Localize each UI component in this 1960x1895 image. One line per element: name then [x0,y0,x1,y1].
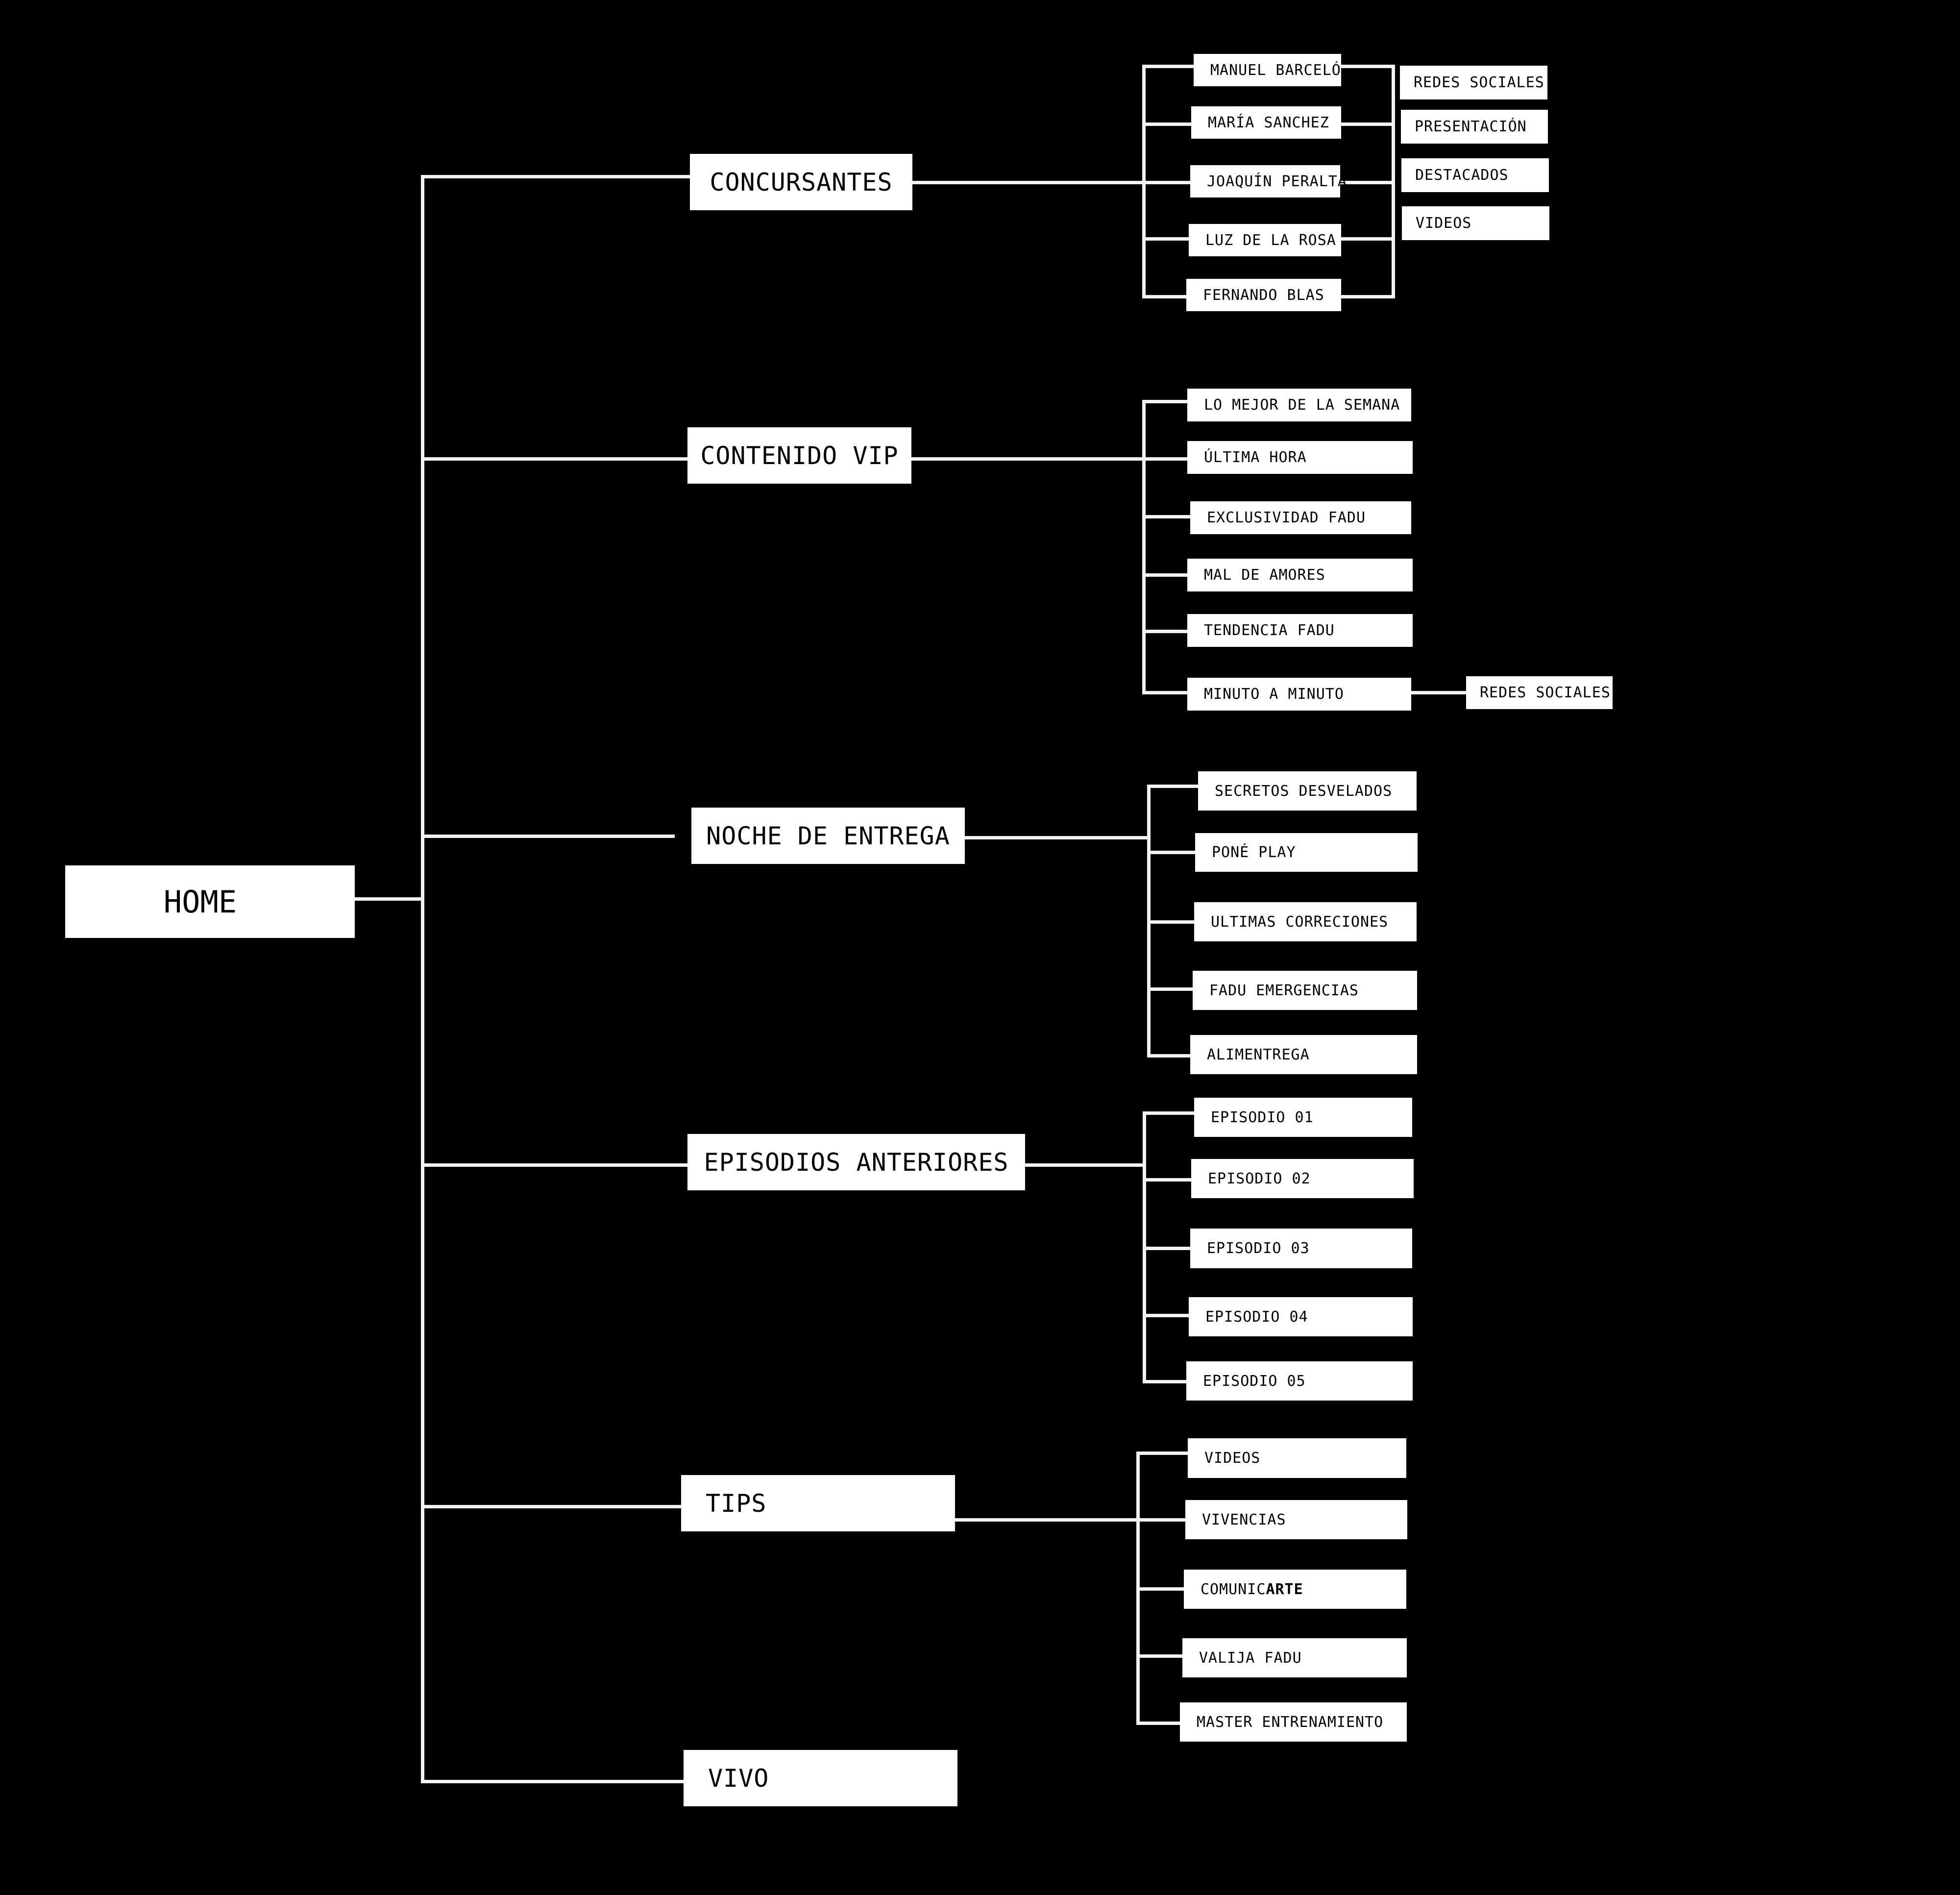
tick [1136,1452,1188,1455]
node-episodio-01[interactable]: EPISODIO 01 [1194,1098,1412,1137]
tick [1143,1314,1189,1317]
tick [1142,295,1187,298]
node-destacados[interactable]: DESTACADOS [1401,158,1549,192]
tick [1136,1518,1186,1522]
node-lo-mejor-de-la-semana[interactable]: LO MEJOR DE LA SEMANA [1187,389,1411,421]
tick [1341,65,1395,68]
node-secretos-desvelados[interactable]: SECRETOS DESVELADOS [1198,771,1417,811]
tick [1136,1722,1180,1725]
node-noche-de-entrega[interactable]: NOCHE DE ENTREGA [691,808,965,864]
tick [1136,1654,1183,1658]
node-episodios-anteriores[interactable]: EPISODIOS ANTERIORES [687,1134,1025,1190]
tick [1142,181,1191,184]
connector-tips-out [955,1518,1139,1522]
node-episodio-03[interactable]: EPISODIO 03 [1190,1229,1412,1268]
node-maria-sanchez[interactable]: MARÍA SANCHEZ [1191,106,1341,139]
node-valija-fadu[interactable]: VALIJA FADU [1182,1638,1407,1677]
tick [1142,65,1194,68]
node-videos-concursantes[interactable]: VIDEOS [1402,206,1549,240]
node-tips[interactable]: TIPS [681,1475,955,1531]
connector-noche-de-entrega [421,835,675,838]
connector-episodios [421,1163,688,1167]
node-exclusividad-fadu[interactable]: EXCLUSIVIDAD FADU [1190,501,1411,534]
node-episodio-04[interactable]: EPISODIO 04 [1189,1297,1413,1336]
node-home[interactable]: HOME [65,865,355,938]
connector-noche-out [965,836,1150,839]
node-episodio-02[interactable]: EPISODIO 02 [1191,1159,1414,1198]
tick [1341,123,1395,126]
node-mal-de-amores[interactable]: MAL DE AMORES [1187,559,1413,591]
node-concursantes[interactable]: CONCURSANTES [690,154,912,210]
tick [1147,785,1199,788]
tick [1142,515,1191,518]
node-vivo[interactable]: VIVO [684,1750,957,1806]
tick [1142,691,1188,694]
tick [1142,630,1188,633]
tick [1142,457,1188,461]
connector-concursantes [421,175,690,178]
bracket-vip [1142,400,1146,694]
tick [1147,851,1196,854]
tick [1341,295,1395,298]
node-vivencias[interactable]: VIVENCIAS [1185,1500,1407,1539]
connector-trunk [421,175,424,1783]
tick [1142,400,1188,403]
node-presentacion[interactable]: PRESENTACIÓN [1401,110,1548,144]
node-alimentrega[interactable]: ALIMENTREGA [1190,1035,1417,1074]
comunicarte-prefix: COMUNIC [1200,1580,1266,1598]
node-manuel-barcelo[interactable]: MANUEL BARCELÓ [1194,54,1341,86]
node-redes-sociales-minuto[interactable]: REDES SOCIALES [1466,676,1613,709]
node-contenido-vip[interactable]: CONTENIDO VIP [687,427,911,484]
tick [1136,1587,1184,1591]
node-ultimas-correciones[interactable]: ULTIMAS CORRECIONES [1194,902,1417,941]
tick [1143,1380,1187,1383]
node-minuto-a-minuto[interactable]: MINUTO A MINUTO [1187,678,1411,711]
comunicarte-suffix-bold: ARTE [1266,1580,1303,1598]
connector-vivo [421,1780,684,1783]
tick [1142,237,1189,241]
node-episodio-05[interactable]: EPISODIO 05 [1186,1361,1413,1401]
node-luz-de-la-rosa[interactable]: LUZ DE LA ROSA [1189,224,1341,256]
connector-minuto-redes [1411,691,1467,694]
node-fernando-blas[interactable]: FERNANDO BLAS [1186,279,1341,311]
tick [1147,1054,1191,1058]
connector-vip-out [911,457,1145,461]
tick [1340,181,1395,184]
tick [1341,237,1395,241]
tick [1143,1178,1192,1181]
node-tendencia-fadu[interactable]: TENDENCIA FADU [1187,614,1413,647]
tick [1142,123,1192,126]
connector-episodios-out [1025,1163,1146,1167]
tick [1147,920,1195,924]
tick [1143,1111,1195,1115]
node-pone-play[interactable]: PONÉ PLAY [1195,833,1418,872]
connector-concursantes-out [912,181,1145,184]
node-master-entrenamiento[interactable]: MASTER ENTRENAMIENTO [1180,1702,1407,1742]
tick [1142,573,1188,577]
connector-contenido-vip [421,457,688,461]
tick [1147,987,1193,991]
node-redes-sociales[interactable]: REDES SOCIALES [1400,66,1547,99]
tick [1143,1247,1191,1250]
node-joaquin-peralta[interactable]: JOAQUÍN PERALTA [1190,165,1347,197]
node-fadu-emergencias[interactable]: FADU EMERGENCIAS [1193,971,1417,1010]
connector-tips [421,1505,682,1508]
node-videos-tips[interactable]: VIDEOS [1188,1438,1406,1478]
node-ultima-hora[interactable]: ÚLTIMA HORA [1187,441,1413,474]
connector-home [355,897,424,901]
